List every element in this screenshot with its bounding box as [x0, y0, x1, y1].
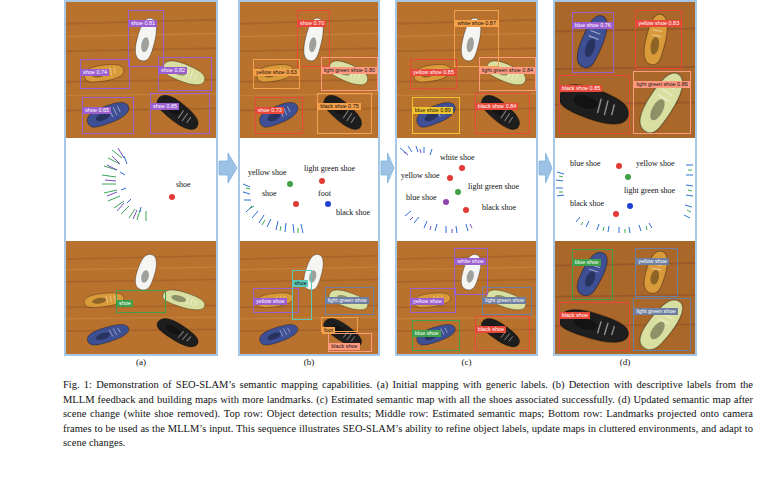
- map-landmark-label: foot: [318, 189, 331, 198]
- flow-arrow: [539, 153, 552, 183]
- figure-panel: (d)blue shoe 0.76yellow shoe 0.83black s…: [553, 0, 697, 356]
- map-landmark-label: light green shoe: [468, 182, 519, 191]
- panel-label: (d): [555, 357, 695, 368]
- map-landmark-label: shoe: [262, 189, 277, 198]
- detection-tag: shoe 0.82: [159, 67, 187, 74]
- detection-box: shoe 0.70: [297, 10, 330, 67]
- detection-box: black shoe 0.85: [559, 75, 630, 134]
- detection-tag: shoe 0.81: [129, 20, 157, 27]
- detection-box: light green shoe 0.86: [633, 71, 691, 134]
- detection-box: light green shoe: [633, 298, 691, 350]
- detection-tag: light green shoe 0.80: [322, 67, 377, 74]
- detection-box: yellow shoe: [635, 248, 678, 297]
- detection-box: shoe 0.74: [80, 59, 130, 89]
- figure-panel: (b)shoe 0.70yellow shoe 0.63light green …: [238, 0, 380, 356]
- map-landmark-label: yellow shoe: [401, 171, 439, 180]
- detection-tag: white shoe: [455, 258, 485, 265]
- figure-panel: (a)shoe 0.81shoe 0.74shoe 0.82shoe 0.65s…: [64, 0, 218, 356]
- map-landmark-label: shoe: [176, 180, 191, 189]
- detection-tag: black shoe: [560, 312, 590, 319]
- detection-box: black shoe: [328, 333, 372, 353]
- detection-tag: shoe 0.65: [83, 107, 111, 114]
- map-landmark-label: light green shoe: [304, 164, 355, 173]
- detection-box: light green shoe 0.80: [321, 57, 378, 91]
- detection-box: shoe 0.65: [82, 97, 134, 134]
- detection-box: shoe 0.82: [158, 57, 212, 91]
- detection-box: shoe: [116, 290, 166, 313]
- detection-tag: yellow shoe: [411, 298, 444, 305]
- detection-box: light green shoe: [482, 287, 532, 315]
- detection-tag: blue shoe 0.76: [573, 22, 613, 29]
- map-landmark-label: blue shoe: [406, 193, 436, 202]
- detection-box: blue shoe: [412, 320, 460, 351]
- detection-tag: shoe: [293, 280, 309, 287]
- detection-tag: light green shoe: [483, 297, 526, 304]
- detection-box: black shoe: [475, 316, 531, 350]
- map-landmark-label: white shoe: [440, 153, 474, 162]
- detection-tag: light green shoe 0.86: [634, 81, 689, 88]
- detection-tag: blue shoe: [573, 259, 601, 266]
- detection-tag: black shoe: [476, 326, 506, 333]
- detection-box: black shoe: [559, 302, 630, 351]
- detection-tag: yellow shoe: [636, 258, 669, 265]
- detection-tag: foot: [322, 327, 335, 334]
- detection-tag: black shoe: [329, 343, 359, 350]
- map-landmark-label: light green shoe: [624, 186, 675, 195]
- detection-tag: black shoe 0.75: [318, 103, 361, 110]
- detection-box: black shoe 0.84: [475, 93, 531, 134]
- detection-tag: shoe: [117, 300, 133, 307]
- detection-box: yellow shoe: [410, 288, 456, 313]
- flow-arrow: [381, 153, 394, 183]
- detection-tag: blue shoe: [413, 330, 441, 337]
- detection-box: blue shoe 0.76: [572, 12, 614, 73]
- detection-tag: light green shoe 0.84: [480, 67, 535, 74]
- detection-tag: yellow shoe 0.85: [411, 69, 456, 76]
- detection-box: yellow shoe 0.83: [635, 10, 682, 69]
- detection-box: foot: [321, 317, 358, 332]
- map-landmark-label: blue shoe: [570, 159, 600, 168]
- detection-tag: light green shoe: [634, 308, 677, 315]
- detection-tag: black shoe 0.84: [476, 103, 519, 110]
- detection-box: light green shoe 0.84: [479, 57, 536, 91]
- figure-caption: Fig. 1: Demonstration of SEO-SLAM’s sema…: [63, 378, 753, 451]
- map-landmark-label: yellow shoe: [636, 159, 674, 168]
- detection-tag: shoe 0.73: [256, 107, 284, 114]
- panel-label: (c): [397, 357, 536, 368]
- panel-label: (a): [66, 357, 216, 368]
- detection-box: yellow shoe 0.85: [410, 59, 457, 89]
- detection-tag: yellow shoe 0.63: [254, 69, 299, 76]
- detection-box: light green shoe: [325, 287, 375, 315]
- detection-tag: shoe 0.85: [151, 103, 179, 110]
- detection-tag: white shoe 0.87: [455, 20, 498, 27]
- detection-box: blue shoe 0.89: [412, 97, 460, 134]
- panel-label: (b): [240, 357, 378, 368]
- flow-arrow: [219, 153, 237, 183]
- detection-tag: black shoe 0.85: [560, 85, 603, 92]
- detection-tag: shoe 0.74: [81, 69, 109, 76]
- detection-tag: blue shoe 0.89: [413, 107, 453, 114]
- detection-box: black shoe 0.75: [317, 93, 372, 134]
- detection-tag: shoe 0.70: [298, 20, 326, 27]
- detection-box: shoe: [292, 270, 312, 319]
- detection-tag: yellow shoe: [254, 298, 287, 305]
- map-landmark-label: yellow shoe: [248, 168, 286, 177]
- detection-box: white shoe 0.87: [454, 10, 499, 67]
- map-landmark-label: black shoe: [482, 203, 516, 212]
- detection-box: shoe 0.85: [150, 93, 210, 134]
- map-landmark-label: black shoe: [336, 208, 370, 217]
- detection-box: blue shoe: [572, 249, 613, 300]
- detection-tag: light green shoe: [326, 297, 369, 304]
- map-landmark-label: black shoe: [570, 199, 604, 208]
- detection-tag: yellow shoe 0.83: [636, 20, 681, 27]
- detection-box: yellow shoe 0.63: [253, 59, 300, 89]
- detection-box: shoe 0.73: [255, 97, 303, 134]
